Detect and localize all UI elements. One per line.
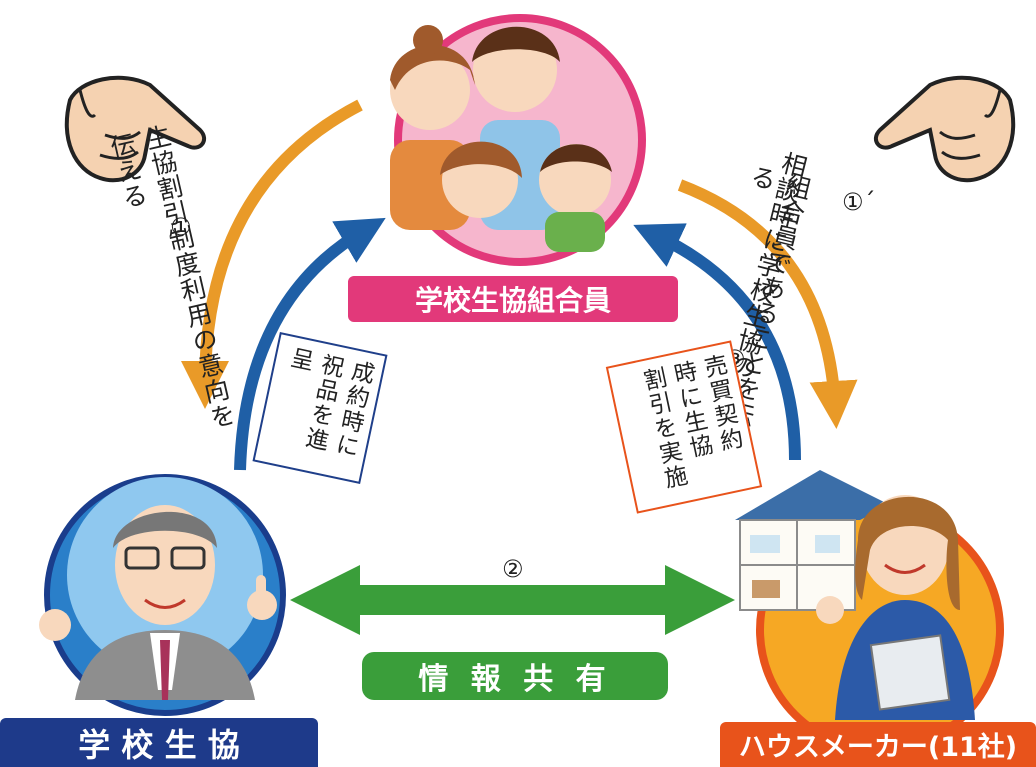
pointing-hand-icon bbox=[873, 75, 1016, 183]
step1-prime-number: ①´ bbox=[842, 188, 876, 216]
maker-label: ハウスメーカー(11社) bbox=[720, 722, 1036, 767]
house-illustration bbox=[735, 470, 890, 611]
step2-number: ② bbox=[502, 555, 524, 583]
arrow-step4 bbox=[234, 217, 386, 471]
member-label: 学校生協組合員 bbox=[348, 276, 678, 322]
info-share-label: 情 報 共 有 bbox=[362, 652, 668, 700]
saleswoman-illustration bbox=[735, 470, 1004, 754]
businessman-illustration bbox=[39, 474, 286, 716]
arrow-step3 bbox=[633, 223, 801, 461]
arrow-step1-prime bbox=[677, 179, 858, 429]
step1-number: ① bbox=[170, 213, 192, 241]
double-arrow-info-share bbox=[290, 565, 735, 635]
family-illustration bbox=[390, 14, 646, 266]
pointing-hand-icon bbox=[64, 75, 207, 183]
coop-label: 学 校 生 協 bbox=[0, 718, 318, 767]
arrow-step1 bbox=[181, 99, 363, 409]
